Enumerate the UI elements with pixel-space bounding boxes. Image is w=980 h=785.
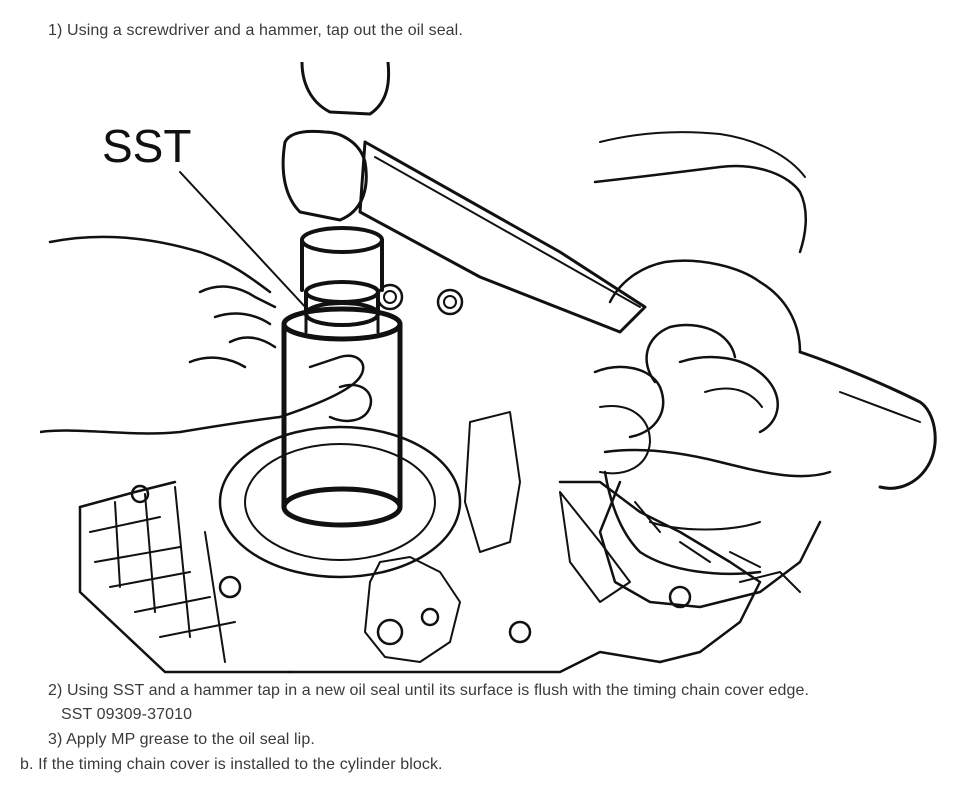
oil-seal-installation-illustration: SST: [40, 62, 937, 674]
sst-part-number: SST 09309-37010: [61, 706, 193, 723]
instruction-step-2: 2) Using SST and a hammer tap in a new o…: [48, 682, 810, 699]
instruction-step-3: 3) Apply MP grease to the oil seal lip.: [48, 731, 315, 748]
sst-driver-tool: [281, 226, 403, 528]
timing-chain-cover: [78, 283, 801, 674]
sst-leader-line: [179, 171, 309, 311]
left-hand: [40, 235, 373, 435]
screwdriver-handle: [598, 480, 822, 609]
instruction-step-b: b. If the timing chain cover is installe…: [20, 756, 443, 773]
sst-callout-label: SST: [102, 120, 191, 172]
instruction-step-1: 1) Using a screwdriver and a hammer, tap…: [48, 22, 463, 39]
hammer: [281, 62, 647, 334]
right-hand: [593, 131, 937, 576]
